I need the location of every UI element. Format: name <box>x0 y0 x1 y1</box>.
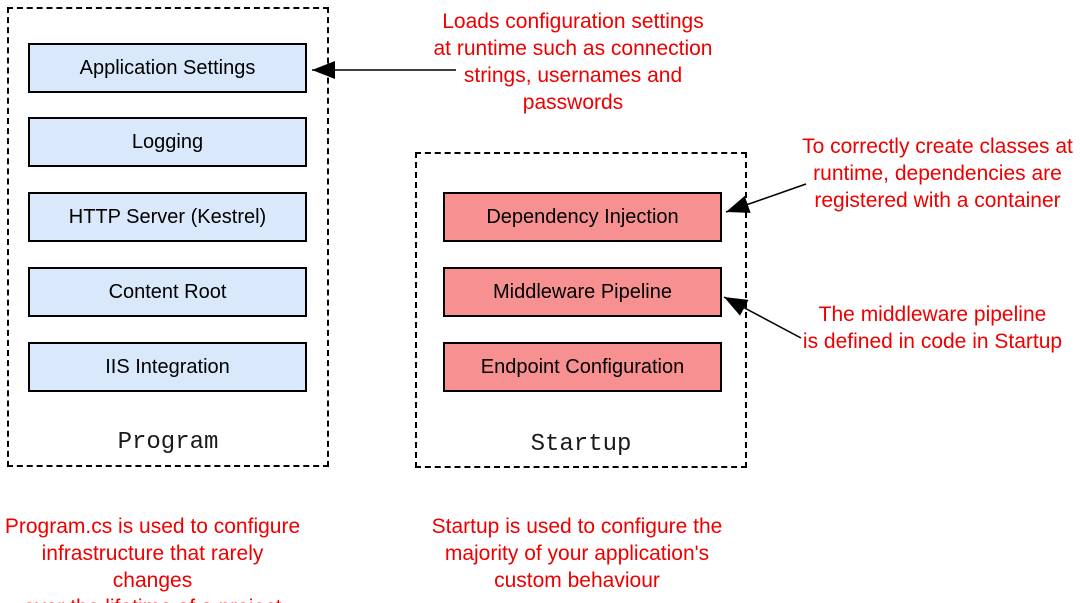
box-logging: Logging <box>28 117 307 167</box>
box-application-settings: Application Settings <box>28 43 307 93</box>
annotation-program-caption: Program.cs is used to configure infrastr… <box>4 515 301 603</box>
box-dependency-injection: Dependency Injection <box>443 192 722 242</box>
startup-label: Startup <box>530 431 632 458</box>
annotation-startup-caption: Startup is used to configure the majorit… <box>431 515 723 592</box>
annotation-middleware-pipeline: The middleware pipeline is defined in co… <box>802 303 1063 353</box>
box-content-root: Content Root <box>28 267 307 317</box>
box-middleware-pipeline: Middleware Pipeline <box>443 267 722 317</box>
annotation-dependency-injection: To correctly create classes at runtime, … <box>802 135 1073 212</box>
program-label: Program <box>117 429 219 456</box>
program-container: Application Settings Logging HTTP Server… <box>7 7 329 467</box>
box-iis-integration: IIS Integration <box>28 342 307 392</box>
annotation-configuration-settings: Loads configuration settings at runtime … <box>433 10 713 114</box>
box-endpoint-configuration: Endpoint Configuration <box>443 342 722 392</box>
startup-container: Dependency Injection Middleware Pipeline… <box>415 152 747 468</box>
box-http-server-kestrel: HTTP Server (Kestrel) <box>28 192 307 242</box>
